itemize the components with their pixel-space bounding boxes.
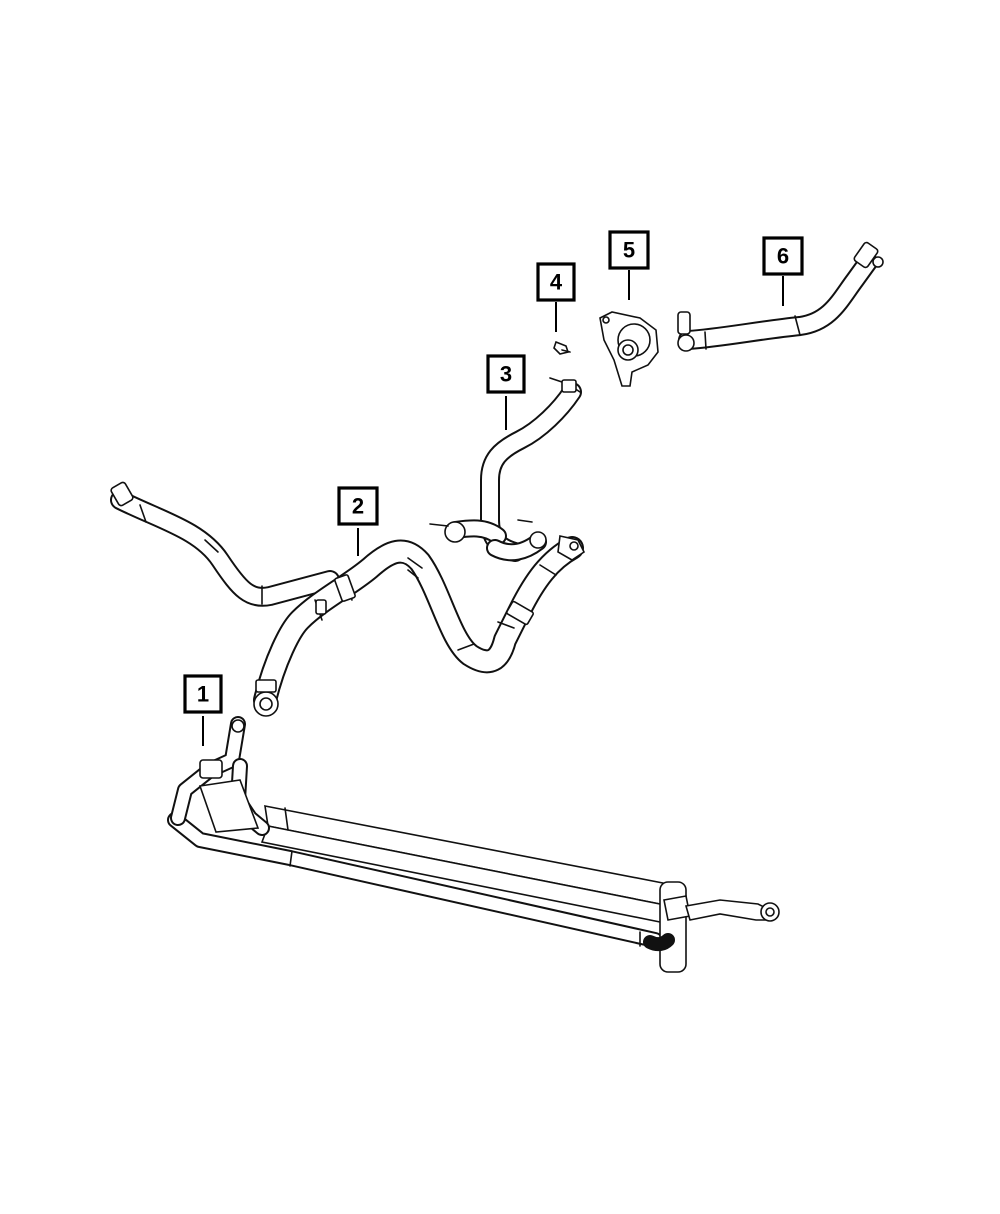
callout-6-label: 6 <box>777 244 789 269</box>
part-1-cooler <box>167 716 780 973</box>
callout-3-label: 3 <box>500 362 512 387</box>
callout-4: 4 <box>536 262 576 302</box>
callout-2-label: 2 <box>352 494 364 519</box>
leader-lines <box>202 270 784 746</box>
callout-1: 1 <box>183 674 223 714</box>
callout-2: 2 <box>337 486 379 526</box>
callout-1-label: 1 <box>197 682 209 707</box>
callout-4-label: 4 <box>550 270 563 295</box>
part-4-bolt <box>553 340 571 355</box>
callout-3: 3 <box>486 354 526 394</box>
part-5-pump <box>599 311 659 387</box>
part-6-hose <box>677 241 884 352</box>
callout-5-label: 5 <box>623 238 635 263</box>
callout-6: 6 <box>762 236 804 276</box>
part-3-hose <box>429 377 582 562</box>
callout-5: 5 <box>608 230 650 270</box>
part-2-hose <box>110 481 586 717</box>
